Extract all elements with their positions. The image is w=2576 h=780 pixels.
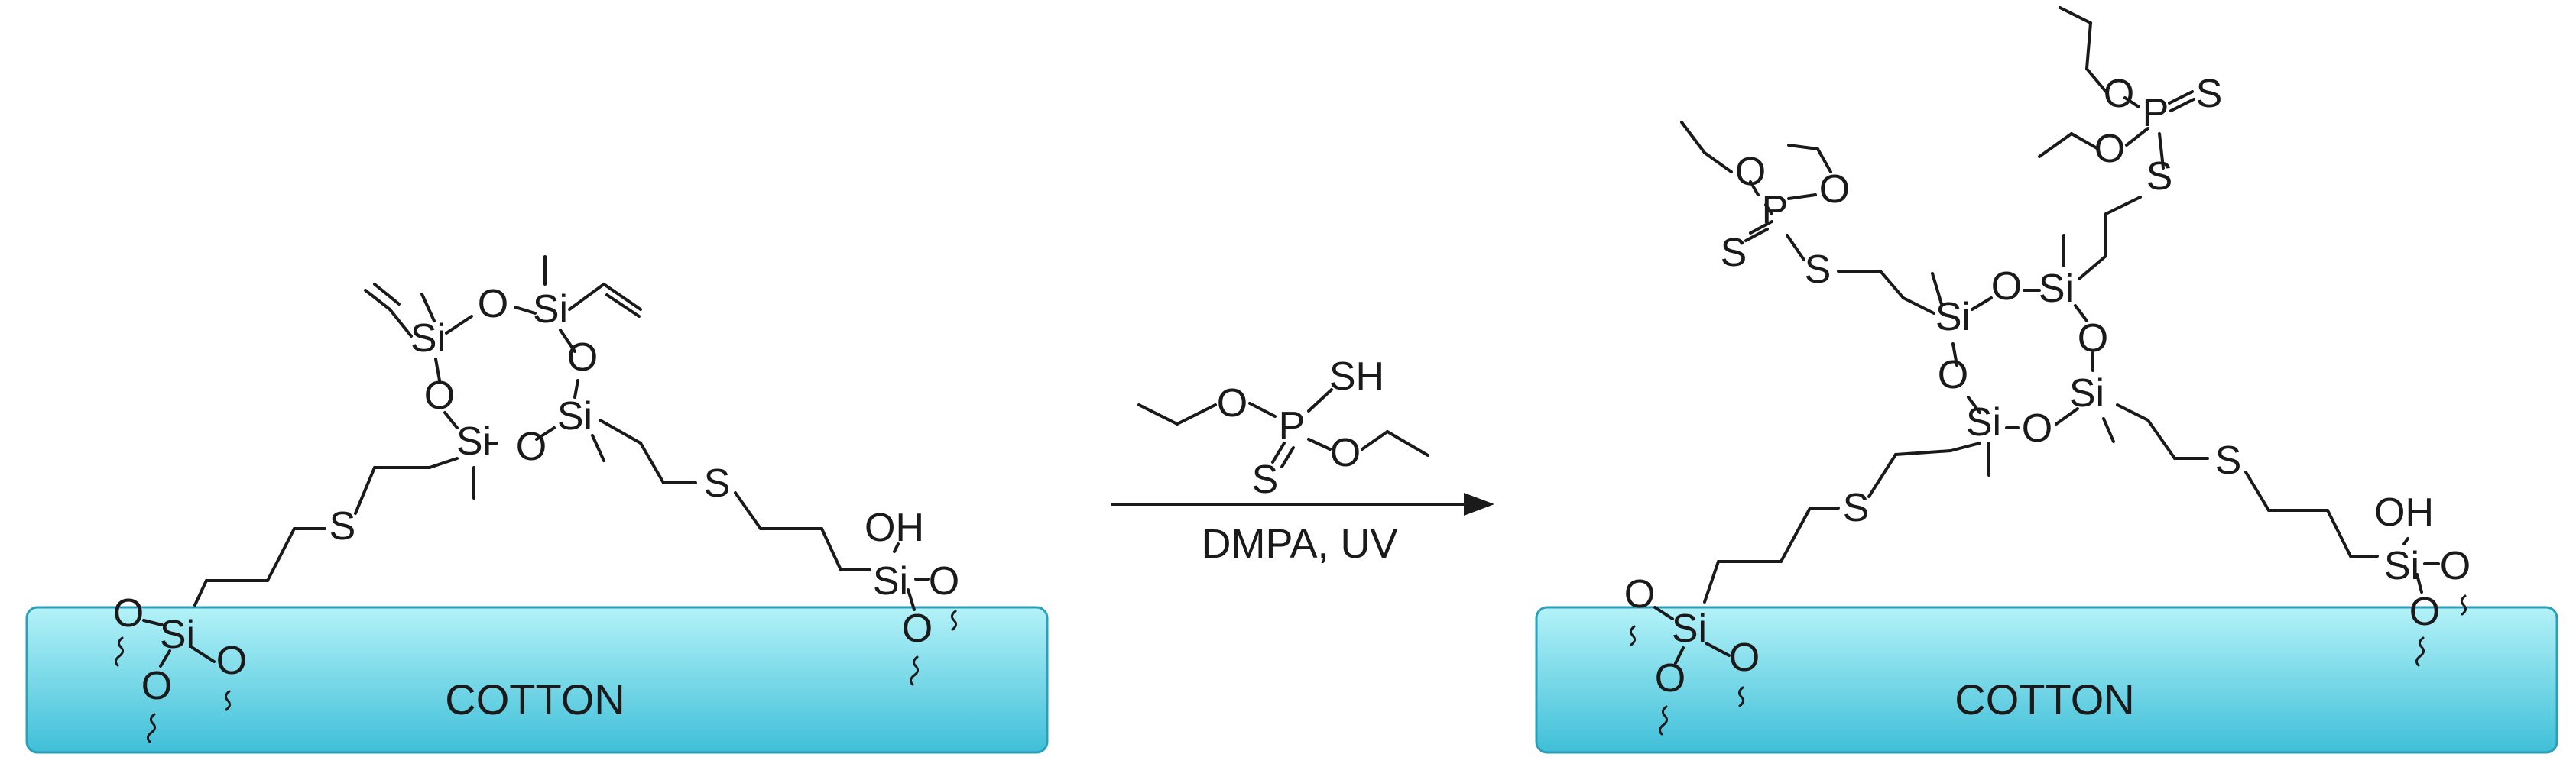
- svg-text:Si: Si: [873, 559, 908, 604]
- svg-text:O: O: [2104, 72, 2134, 116]
- reaction-arrow-group: O P SH O S DMPA, UV: [1111, 354, 1494, 567]
- svg-text:O: O: [2078, 316, 2108, 361]
- atom-labels-left: Si O Si O Si O Si O S S OH Si O O Si O O…: [113, 282, 959, 708]
- svg-text:Si: Si: [1672, 607, 1707, 651]
- svg-text:OH: OH: [865, 506, 924, 550]
- cotton-substrate-right: [1535, 606, 2558, 754]
- svg-text:S: S: [704, 461, 731, 506]
- svg-text:O: O: [1729, 636, 1760, 680]
- svg-text:P: P: [1279, 404, 1306, 448]
- svg-text:S: S: [2215, 439, 2242, 483]
- svg-text:Si: Si: [410, 316, 446, 361]
- svg-text:Si: Si: [2039, 267, 2074, 311]
- wavy-bonds-left: [114, 610, 958, 743]
- svg-text:O: O: [1938, 353, 1968, 397]
- svg-text:Si: Si: [456, 419, 492, 464]
- svg-text:O: O: [141, 664, 172, 708]
- svg-text:Si: Si: [533, 287, 568, 332]
- atom-labels-right: Si O Si O Si O Si O S P S O O S P S O O …: [1624, 72, 2471, 701]
- cotton-label-right: COTTON: [1955, 675, 2134, 723]
- svg-text:O: O: [2409, 590, 2440, 634]
- svg-text:Si: Si: [1966, 400, 2001, 445]
- svg-text:O: O: [902, 607, 933, 651]
- starting-material: COTTON: [25, 255, 1049, 754]
- cotton-substrate-left: [25, 606, 1049, 754]
- svg-text:SH: SH: [1329, 354, 1384, 399]
- svg-text:O: O: [1735, 150, 1766, 194]
- arrowhead: [1464, 493, 1494, 516]
- svg-text:O: O: [1217, 381, 1247, 426]
- svg-text:Si: Si: [160, 613, 195, 657]
- svg-text:S: S: [2196, 72, 2223, 116]
- reagent-structure: O P SH O S: [1137, 354, 1429, 502]
- svg-text:O: O: [516, 425, 547, 469]
- svg-text:O: O: [113, 591, 144, 636]
- svg-text:O: O: [2022, 406, 2052, 451]
- svg-text:Si: Si: [2384, 544, 2419, 588]
- svg-text:O: O: [216, 639, 247, 683]
- bonds-right: [1653, 6, 2440, 665]
- wavy-bonds-right: [1629, 594, 2467, 736]
- bonds-left: [142, 255, 930, 668]
- svg-text:S: S: [1843, 486, 1870, 530]
- svg-text:O: O: [1330, 431, 1361, 475]
- svg-text:S: S: [1721, 231, 1747, 275]
- svg-text:O: O: [1624, 572, 1655, 617]
- svg-text:S: S: [1805, 248, 1831, 292]
- svg-text:P: P: [2143, 91, 2169, 135]
- cotton-label-left: COTTON: [445, 675, 625, 723]
- svg-text:S: S: [1252, 458, 1279, 502]
- svg-text:O: O: [424, 374, 455, 418]
- svg-text:O: O: [1819, 167, 1850, 212]
- svg-text:S: S: [2146, 154, 2173, 199]
- svg-text:Si: Si: [557, 394, 592, 439]
- svg-text:P: P: [1762, 188, 1789, 232]
- svg-text:OH: OH: [2374, 490, 2434, 535]
- product: COTTON: [1535, 6, 2558, 754]
- svg-text:O: O: [2440, 544, 2471, 588]
- reaction-conditions: DMPA, UV: [1201, 521, 1397, 567]
- svg-text:O: O: [929, 559, 959, 604]
- svg-text:Si: Si: [2069, 371, 2104, 416]
- svg-text:S: S: [329, 504, 356, 549]
- svg-text:Si: Si: [1935, 295, 1971, 339]
- svg-text:O: O: [2094, 127, 2125, 171]
- svg-text:O: O: [567, 335, 598, 380]
- svg-text:O: O: [1991, 264, 2022, 309]
- svg-text:O: O: [1655, 656, 1685, 701]
- svg-text:O: O: [478, 282, 508, 326]
